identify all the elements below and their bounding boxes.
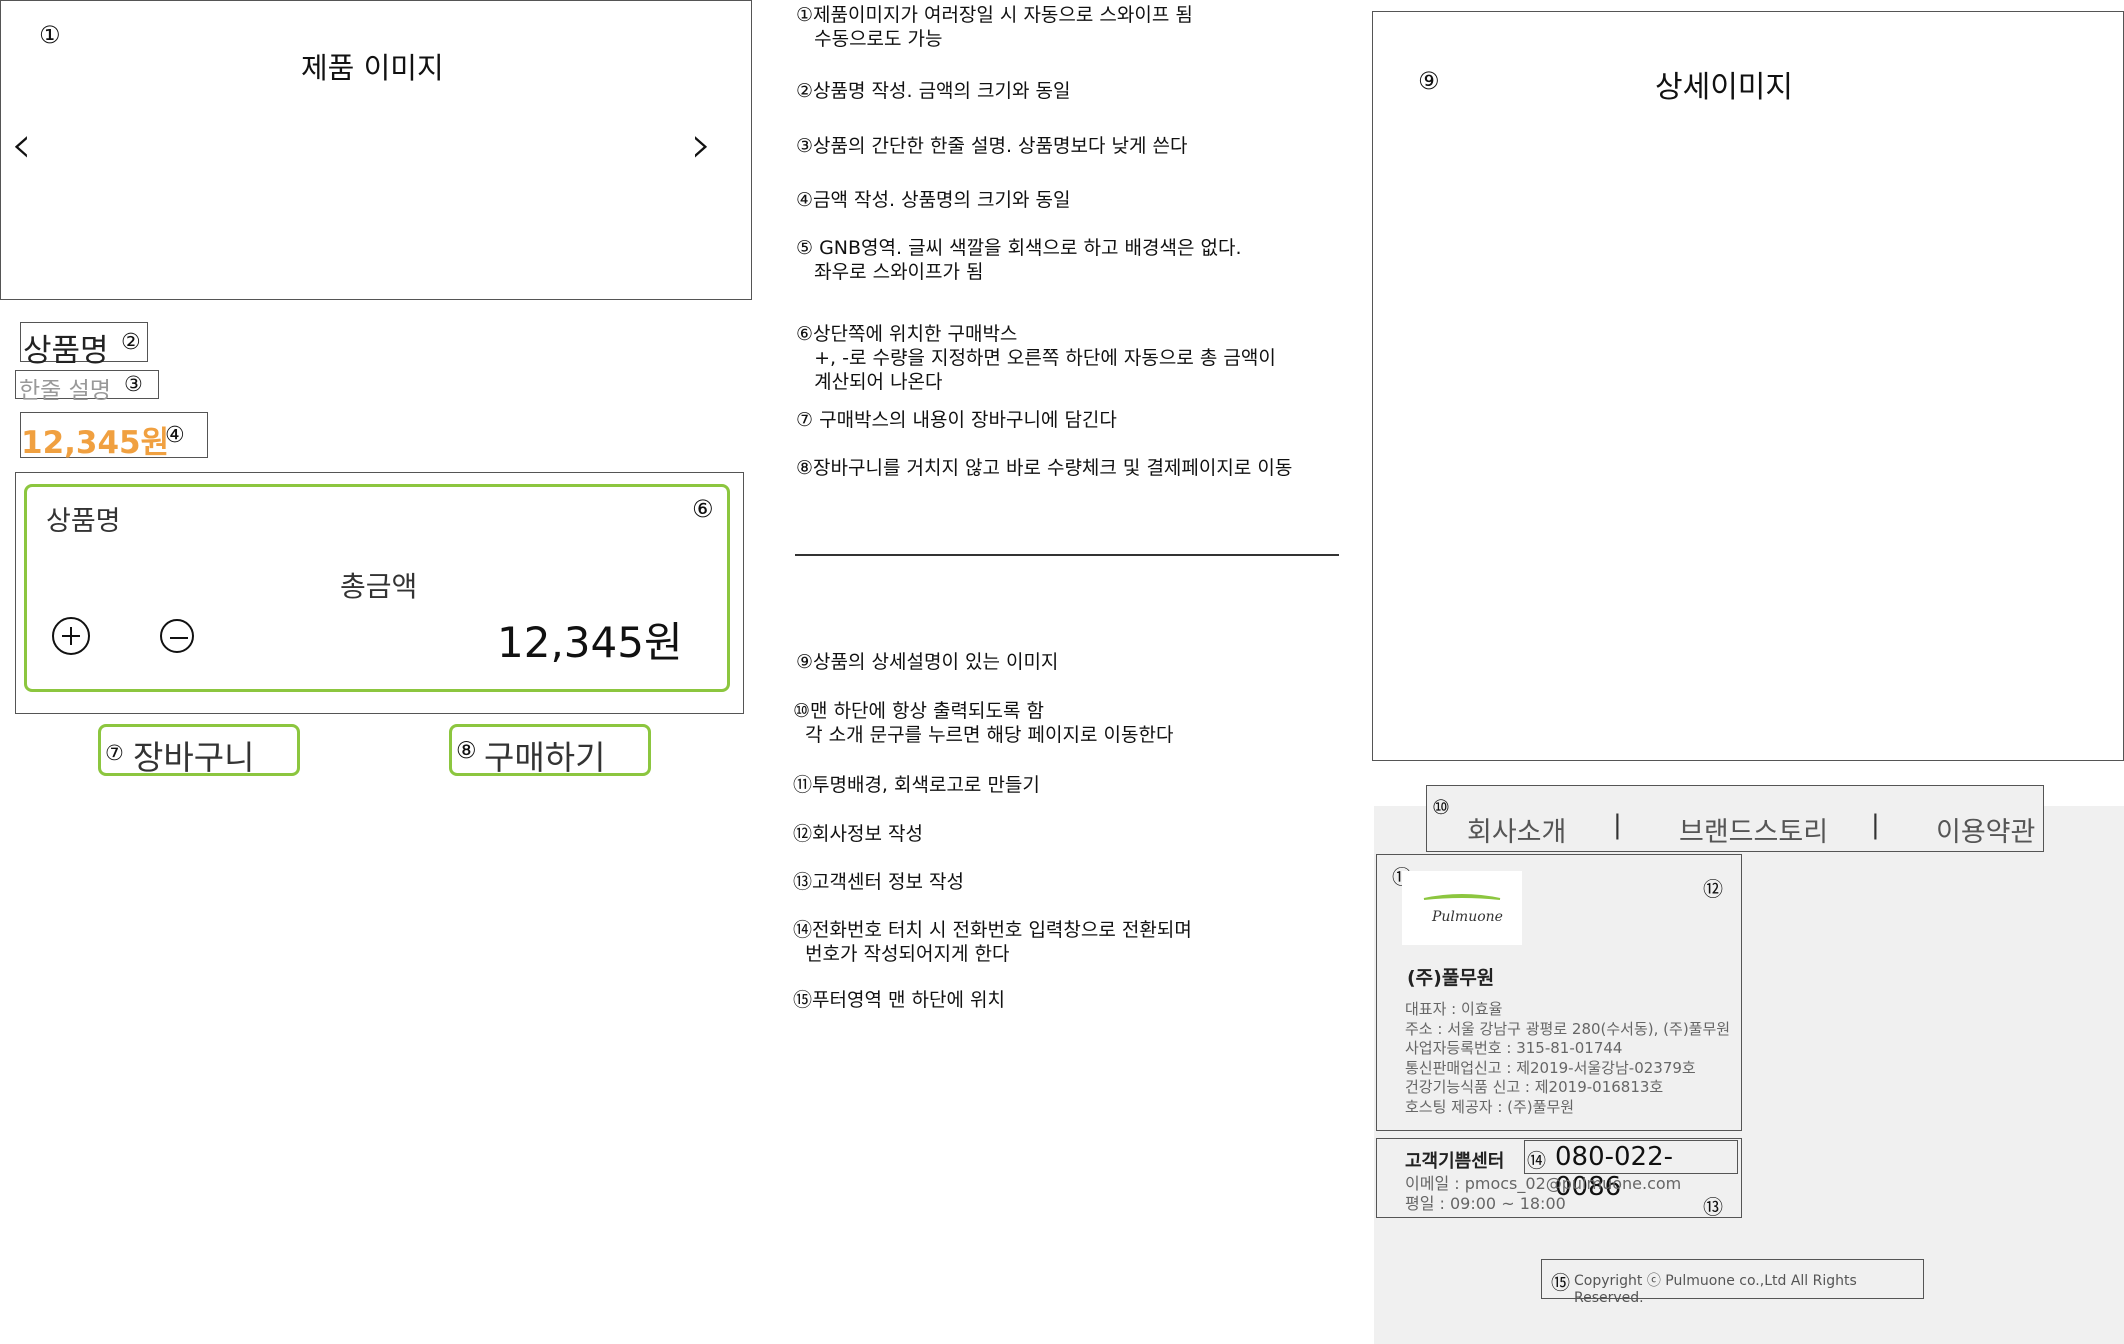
marker-12: ⑫ <box>1703 877 1723 901</box>
cart-label: 장바구니 <box>133 738 255 777</box>
purchase-box-outer <box>15 472 744 714</box>
logo-swoosh-icon <box>1423 894 1501 900</box>
detail-title: 상세이미지 <box>1655 70 1793 105</box>
note-4: ④금액 작성. 상품명의 크기와 동일 <box>796 189 1071 211</box>
total-price: 12,345원 <box>497 618 683 667</box>
note-5: ⑤ GNB영역. 글씨 색깔을 회색으로 하고 배경색은 없다. 좌우로 스와이… <box>796 237 1242 283</box>
footer-nav-terms[interactable]: 이용약관 <box>1936 817 2036 848</box>
pulmuone-logo: Pulmuone <box>1402 871 1522 945</box>
marker-9: ⑨ <box>1418 67 1440 95</box>
note-8: ⑧장바구니를 거치지 않고 바로 수량체크 및 결제페이지로 이동 <box>796 457 1293 479</box>
marker-10: ⑩ <box>1432 795 1450 819</box>
chevron-right-icon[interactable]: › <box>691 115 712 175</box>
marker-3: ③ <box>124 372 143 396</box>
company-name: (주)풀무원 <box>1407 967 1495 989</box>
minus-icon[interactable] <box>160 619 194 653</box>
product-name: 상품명 <box>23 333 109 369</box>
footer-nav-separator: | <box>1613 810 1622 840</box>
note-14: ⑭전화번호 터치 시 전화번호 입력창으로 전환되며 번호가 작성되어지게 한다 <box>793 919 1192 965</box>
footer-nav-separator: | <box>1871 810 1880 840</box>
buy-label: 구매하기 <box>484 738 606 777</box>
note-3: ③상품의 간단한 한줄 설명. 상품명보다 낮게 쓴다 <box>796 135 1188 157</box>
note-12: ⑫회사정보 작성 <box>793 823 923 845</box>
marker-4: ④ <box>165 423 185 448</box>
cs-hours: 평일 : 09:00 ~ 18:00 <box>1405 1194 1566 1213</box>
total-label: 총금액 <box>340 570 418 603</box>
note-15: ⑮푸터영역 맨 하단에 위치 <box>793 989 1005 1011</box>
plus-icon[interactable] <box>52 617 90 655</box>
footer-customer-center: 고객기쁨센터 ⑭ 080-022-0086 이메일 : pmocs_02@pul… <box>1376 1138 1742 1219</box>
marker-2: ② <box>121 330 141 355</box>
buy-button[interactable]: ⑧ 구매하기 <box>449 724 651 777</box>
marker-6: ⑥ <box>692 495 714 523</box>
cs-label: 고객기쁨센터 <box>1405 1151 1505 1172</box>
footer-copyright: ⑮ Copyright ⓒ Pulmuone co.,Ltd All Right… <box>1541 1259 1924 1306</box>
product-desc-box: 한줄 설명 ③ <box>15 370 159 404</box>
logo-text: Pulmuone <box>1432 909 1503 925</box>
note-1: ①제품이미지가 여러장일 시 자동으로 스와이프 됨 수동으로도 가능 <box>796 4 1193 50</box>
cart-button[interactable]: ⑦ 장바구니 <box>98 724 300 777</box>
footer-nav-brand-story[interactable]: 브랜드스토리 <box>1679 817 1829 848</box>
note-11: ⑪투명배경, 회색로고로 만들기 <box>793 774 1040 796</box>
footer-nav-company[interactable]: 회사소개 <box>1467 817 1567 848</box>
marker-1: ① <box>39 21 61 49</box>
product-desc: 한줄 설명 <box>19 378 111 404</box>
note-10: ⑩맨 하단에 항상 출력되도록 함 각 소개 문구를 누르면 해당 페이지로 이… <box>793 700 1174 746</box>
note-9: ⑨상품의 상세설명이 있는 이미지 <box>796 651 1059 673</box>
copyright-text: Copyright ⓒ Pulmuone co.,Ltd All Rights … <box>1574 1273 1857 1306</box>
purchase-product-name: 상품명 <box>46 506 121 537</box>
company-details: 대표자 : 이효율 주소 : 서울 강남구 광평로 280(수서동), (주)풀… <box>1405 1000 1731 1116</box>
note-2: ②상품명 작성. 금액의 크기와 동일 <box>796 80 1071 102</box>
marker-8: ⑧ <box>456 738 477 764</box>
marker-15: ⑮ <box>1551 1272 1571 1294</box>
note-7: ⑦ 구매박스의 내용이 장바구니에 담긴다 <box>796 409 1117 431</box>
carousel-title: 제품 이미지 <box>301 51 444 85</box>
purchase-box: 상품명 ⑥ 총금액 12,345원 <box>24 484 730 692</box>
marker-7: ⑦ <box>105 741 124 765</box>
product-price-box: 12,345원 ④ <box>20 412 208 461</box>
detail-image: ⑨ 상세이미지 <box>1372 11 2124 761</box>
product-image-carousel[interactable]: ① 제품 이미지 ‹ › <box>0 0 752 300</box>
chevron-left-icon[interactable]: ‹ <box>11 115 32 175</box>
footer-company-info: ⑪ Pulmuone ⑫ (주)풀무원 대표자 : 이효율 주소 : 서울 강남… <box>1376 854 1742 1131</box>
footer-nav: ⑩ 회사소개 | 브랜드스토리 | 이용약관 <box>1426 785 2044 852</box>
marker-13: ⑬ <box>1703 1195 1723 1219</box>
product-price: 12,345원 <box>21 425 170 461</box>
product-name-box: 상품명 ② <box>20 322 148 369</box>
phone-link[interactable]: ⑭ 080-022-0086 <box>1524 1140 1738 1202</box>
note-6: ⑥상단쪽에 위치한 구매박스 +, -로 수량을 지정하면 오른쪽 하단에 자동… <box>796 323 1276 393</box>
cs-email: 이메일 : pmocs_02@pulmuone.com <box>1405 1174 1682 1193</box>
phone-number[interactable]: 080-022-0086 <box>1555 1142 1674 1202</box>
note-13: ⑬고객센터 정보 작성 <box>793 871 964 893</box>
marker-14: ⑭ <box>1527 1150 1547 1172</box>
notes-divider <box>795 554 1339 556</box>
